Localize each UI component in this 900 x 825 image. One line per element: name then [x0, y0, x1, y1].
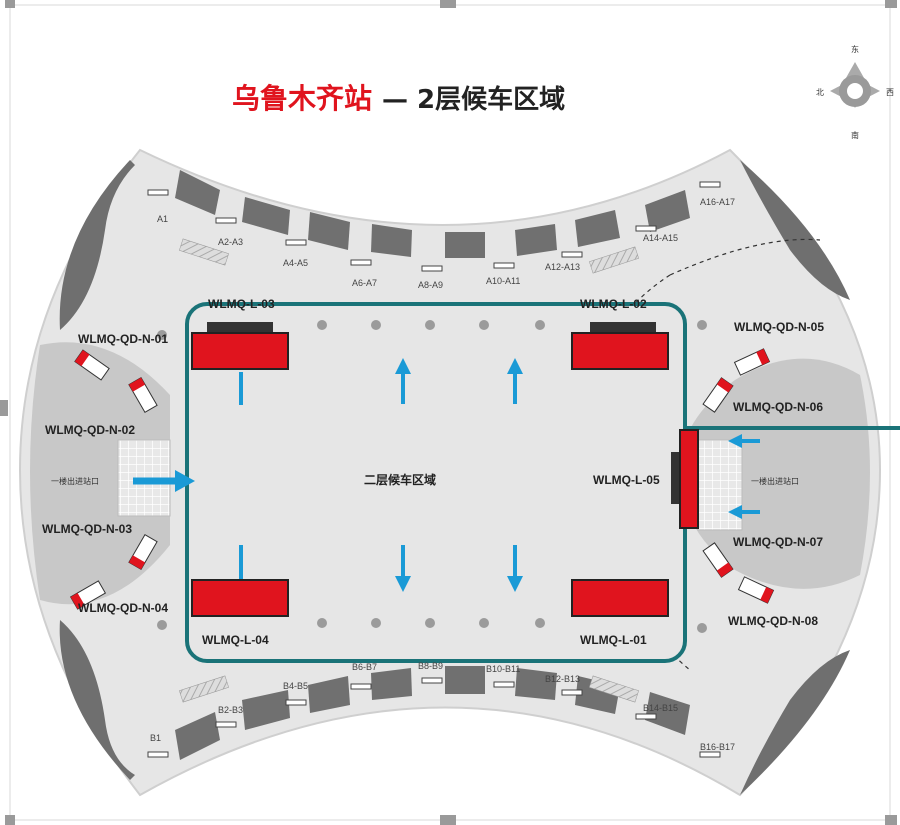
- screen-l01: [571, 579, 669, 617]
- screen-label-l05: WLMQ-L-05: [593, 473, 660, 487]
- screen-l05: [679, 429, 699, 529]
- kiosk-label-n05: WLMQ-QD-N-05: [734, 320, 824, 334]
- compass-south: 南: [851, 130, 859, 140]
- east-wing: [680, 358, 870, 589]
- screen-base: [207, 322, 273, 332]
- escalators: [179, 238, 639, 703]
- kiosks: [69, 348, 775, 610]
- wall-northwest: [59, 160, 135, 330]
- gate-label: A6-A7: [352, 278, 377, 288]
- compass-icon: 东 南 北 西: [816, 44, 894, 140]
- kiosk-label-n08: WLMQ-QD-N-08: [728, 614, 818, 628]
- east-entrance-gates: [697, 439, 743, 531]
- frame-handle: [440, 815, 456, 825]
- gate-label: B16-B17: [700, 742, 735, 752]
- screen-l03: [191, 332, 289, 370]
- bottom-wall-blocks: [175, 666, 690, 760]
- title-suffix: — 2层候车区域: [382, 84, 565, 115]
- gate-label: A8-A9: [418, 280, 443, 290]
- top-wall-blocks: [175, 170, 690, 258]
- gate-label: B14-B15: [643, 703, 678, 713]
- gate-label: B12-B13: [545, 674, 580, 684]
- east-entrance-label: 一楼出进站口: [751, 476, 799, 486]
- frame-handle: [885, 0, 897, 8]
- gate-counters: [147, 181, 721, 758]
- gate-label: A16-A17: [700, 197, 735, 207]
- gate-label: B6-B7: [352, 662, 377, 672]
- frame-handle: [440, 0, 456, 8]
- frame-handle: [885, 815, 897, 825]
- screen-l04: [191, 579, 289, 617]
- wall-southwest: [59, 620, 135, 780]
- screen-base: [590, 322, 656, 332]
- gate-label: B4-B5: [283, 681, 308, 691]
- kiosk-label-n07: WLMQ-QD-N-07: [733, 535, 823, 549]
- gate-label: A4-A5: [283, 258, 308, 268]
- gate-label: B2-B3: [218, 705, 243, 715]
- gate-label: A2-A3: [218, 237, 243, 247]
- frame-handle: [5, 815, 15, 825]
- wall-northeast: [740, 160, 850, 300]
- pillars: [157, 320, 707, 633]
- compass-east: 西: [886, 88, 894, 97]
- led-screens: [191, 322, 699, 617]
- screen-l02: [571, 332, 669, 370]
- kiosk-label-n01: WLMQ-QD-N-01: [78, 332, 168, 346]
- screen-label-l04: WLMQ-L-04: [202, 633, 269, 647]
- frame-handle: [0, 400, 8, 416]
- screen-base: [671, 452, 680, 504]
- gate-label: A10-A11: [486, 276, 520, 286]
- gate-label: B10-B11: [486, 664, 520, 674]
- gate-label: B8-B9: [418, 661, 443, 671]
- screen-label-l03: WLMQ-L-03: [208, 297, 275, 311]
- kiosk-label-n06: WLMQ-QD-N-06: [733, 400, 823, 414]
- gate-label: A1: [157, 214, 168, 224]
- screen-label-l02: WLMQ-L-02: [580, 297, 647, 311]
- west-wing: [30, 342, 170, 605]
- flow-arrows: [133, 358, 760, 592]
- wall-southeast: [740, 650, 850, 795]
- gate-label: A14-A15: [643, 233, 678, 243]
- west-entrance-label: 一楼出进站口: [51, 476, 99, 486]
- compass-north: 东: [851, 44, 859, 54]
- screen-label-l01: WLMQ-L-01: [580, 633, 647, 647]
- kiosk-label-n03: WLMQ-QD-N-03: [42, 522, 132, 536]
- title-station: 乌鲁木齐站: [232, 82, 372, 115]
- gate-label: A12-A13: [545, 262, 580, 272]
- gate-label: B1: [150, 733, 161, 743]
- compass-west: 北: [816, 88, 824, 97]
- hall-label: 二层候车区域: [364, 472, 436, 487]
- kiosk-label-n02: WLMQ-QD-N-02: [45, 423, 135, 437]
- kiosk-label-n04: WLMQ-QD-N-04: [78, 601, 168, 615]
- frame-handle: [5, 0, 15, 8]
